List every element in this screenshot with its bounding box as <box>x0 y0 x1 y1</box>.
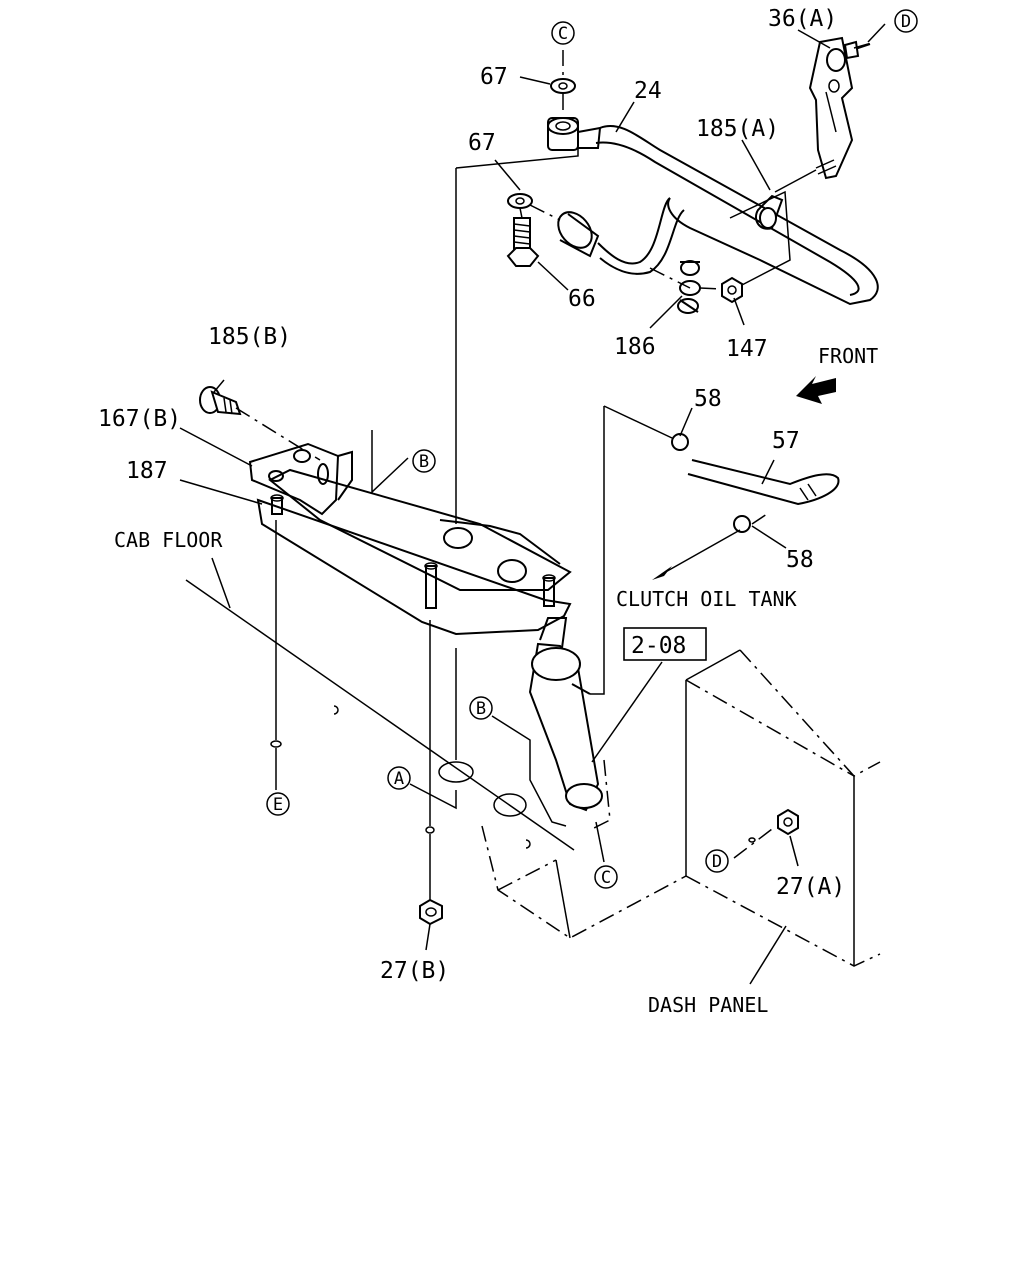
bracket-36a <box>808 36 854 180</box>
marker-a: A <box>387 766 411 790</box>
front-arrow-icon <box>796 376 836 404</box>
label-185b: 185(B) <box>208 324 291 350</box>
svg-text:C: C <box>601 868 611 888</box>
label-front: FRONT <box>818 344 878 368</box>
label-185a: 185(A) <box>696 116 779 142</box>
label-66: 66 <box>568 286 596 312</box>
clamp-185a <box>754 194 784 230</box>
label-57: 57 <box>772 428 800 454</box>
marker-d-top: D <box>894 9 918 33</box>
svg-text:D: D <box>712 852 722 872</box>
nut-27a <box>777 808 799 836</box>
label-27a: 27(A) <box>776 874 845 900</box>
grommet-185b <box>199 386 242 416</box>
svg-text:C: C <box>558 24 568 44</box>
svg-text:D: D <box>901 12 911 32</box>
cab-floor <box>185 520 687 951</box>
marker-b-upper: B <box>412 449 436 473</box>
label-clutch-oil-tank: CLUTCH OIL TANK <box>616 587 797 611</box>
marker-c-top: C <box>551 21 575 45</box>
label-58-bottom: 58 <box>786 547 814 573</box>
label-67-top: 67 <box>480 64 508 90</box>
marker-e: E <box>266 792 290 816</box>
studs <box>270 494 556 609</box>
washer-67-top <box>550 78 576 94</box>
clutch-cylinder <box>528 617 663 863</box>
hose-57 <box>590 405 840 695</box>
bolt-66 <box>506 217 540 267</box>
dash-panel <box>685 649 881 985</box>
label-67-mid: 67 <box>468 130 496 156</box>
ref-box-label: 2-08 <box>631 633 686 659</box>
marker-d-bottom: D <box>705 849 729 873</box>
marker-b-lower: B <box>469 696 493 720</box>
label-cab-floor: CAB FLOOR <box>114 528 223 552</box>
nut-27b <box>419 898 443 926</box>
svg-text:A: A <box>394 769 404 789</box>
label-24: 24 <box>634 78 662 104</box>
nut-147 <box>721 276 743 304</box>
svg-text:B: B <box>476 699 486 719</box>
flare-nut <box>557 211 600 258</box>
svg-text:B: B <box>419 452 429 472</box>
label-58-top: 58 <box>694 386 722 412</box>
label-36a: 36(A) <box>768 6 837 32</box>
circle-markers: C D B B A E C D <box>266 9 918 889</box>
part-labels: 36(A) 67 24 185(A) 67 66 186 147 FRONT 1… <box>98 6 878 1017</box>
label-186: 186 <box>614 334 656 360</box>
label-dash-panel: DASH PANEL <box>648 993 768 1017</box>
label-27b: 27(B) <box>380 958 449 984</box>
reference-box-2-08: 2-08 <box>623 627 707 661</box>
leader-lines-upper <box>455 23 886 524</box>
marker-c-bottom: C <box>594 865 618 889</box>
leader-lines-middle <box>179 379 787 549</box>
washer-67-mid <box>507 193 533 209</box>
svg-text:E: E <box>273 795 283 815</box>
label-167b: 167(B) <box>98 406 181 432</box>
pipe-assembly <box>506 36 879 314</box>
label-187: 187 <box>126 458 168 484</box>
label-147: 147 <box>726 336 768 362</box>
floor-plate <box>199 386 572 636</box>
